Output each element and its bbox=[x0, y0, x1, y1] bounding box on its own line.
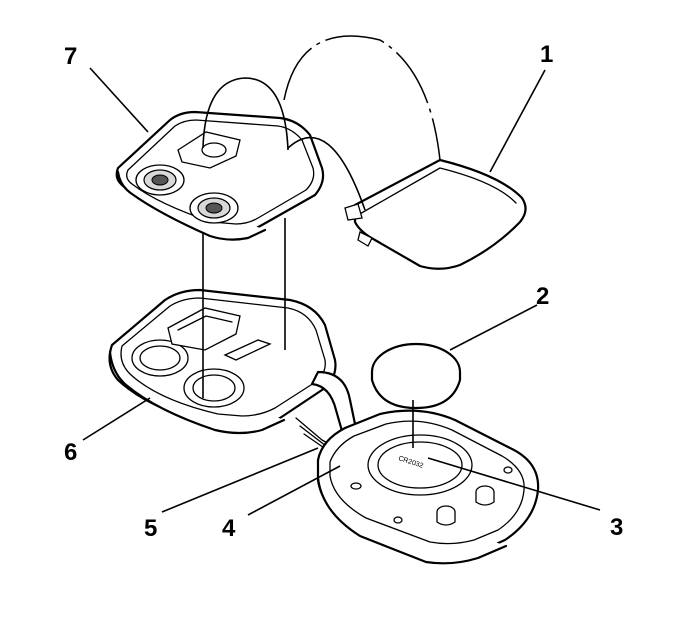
upper-case-part-6 bbox=[108, 288, 337, 435]
assembly-alignment-lines bbox=[202, 35, 441, 448]
callout-3: 3 bbox=[610, 514, 623, 541]
callout-labels: 1 2 3 4 5 6 7 bbox=[64, 41, 623, 542]
callout-leaders bbox=[82, 67, 601, 516]
callout-1: 1 bbox=[540, 41, 553, 68]
coin-battery-part-2 bbox=[370, 342, 462, 410]
keypad-membrane-part-7 bbox=[115, 110, 325, 241]
callout-5: 5 bbox=[144, 515, 157, 542]
lower-case-housing: CR2032 bbox=[316, 409, 540, 565]
callout-7: 7 bbox=[64, 43, 77, 70]
callout-6: 6 bbox=[64, 439, 77, 466]
callout-4: 4 bbox=[222, 515, 236, 542]
battery-cover-part-1 bbox=[344, 158, 527, 270]
callout-2: 2 bbox=[536, 283, 549, 310]
